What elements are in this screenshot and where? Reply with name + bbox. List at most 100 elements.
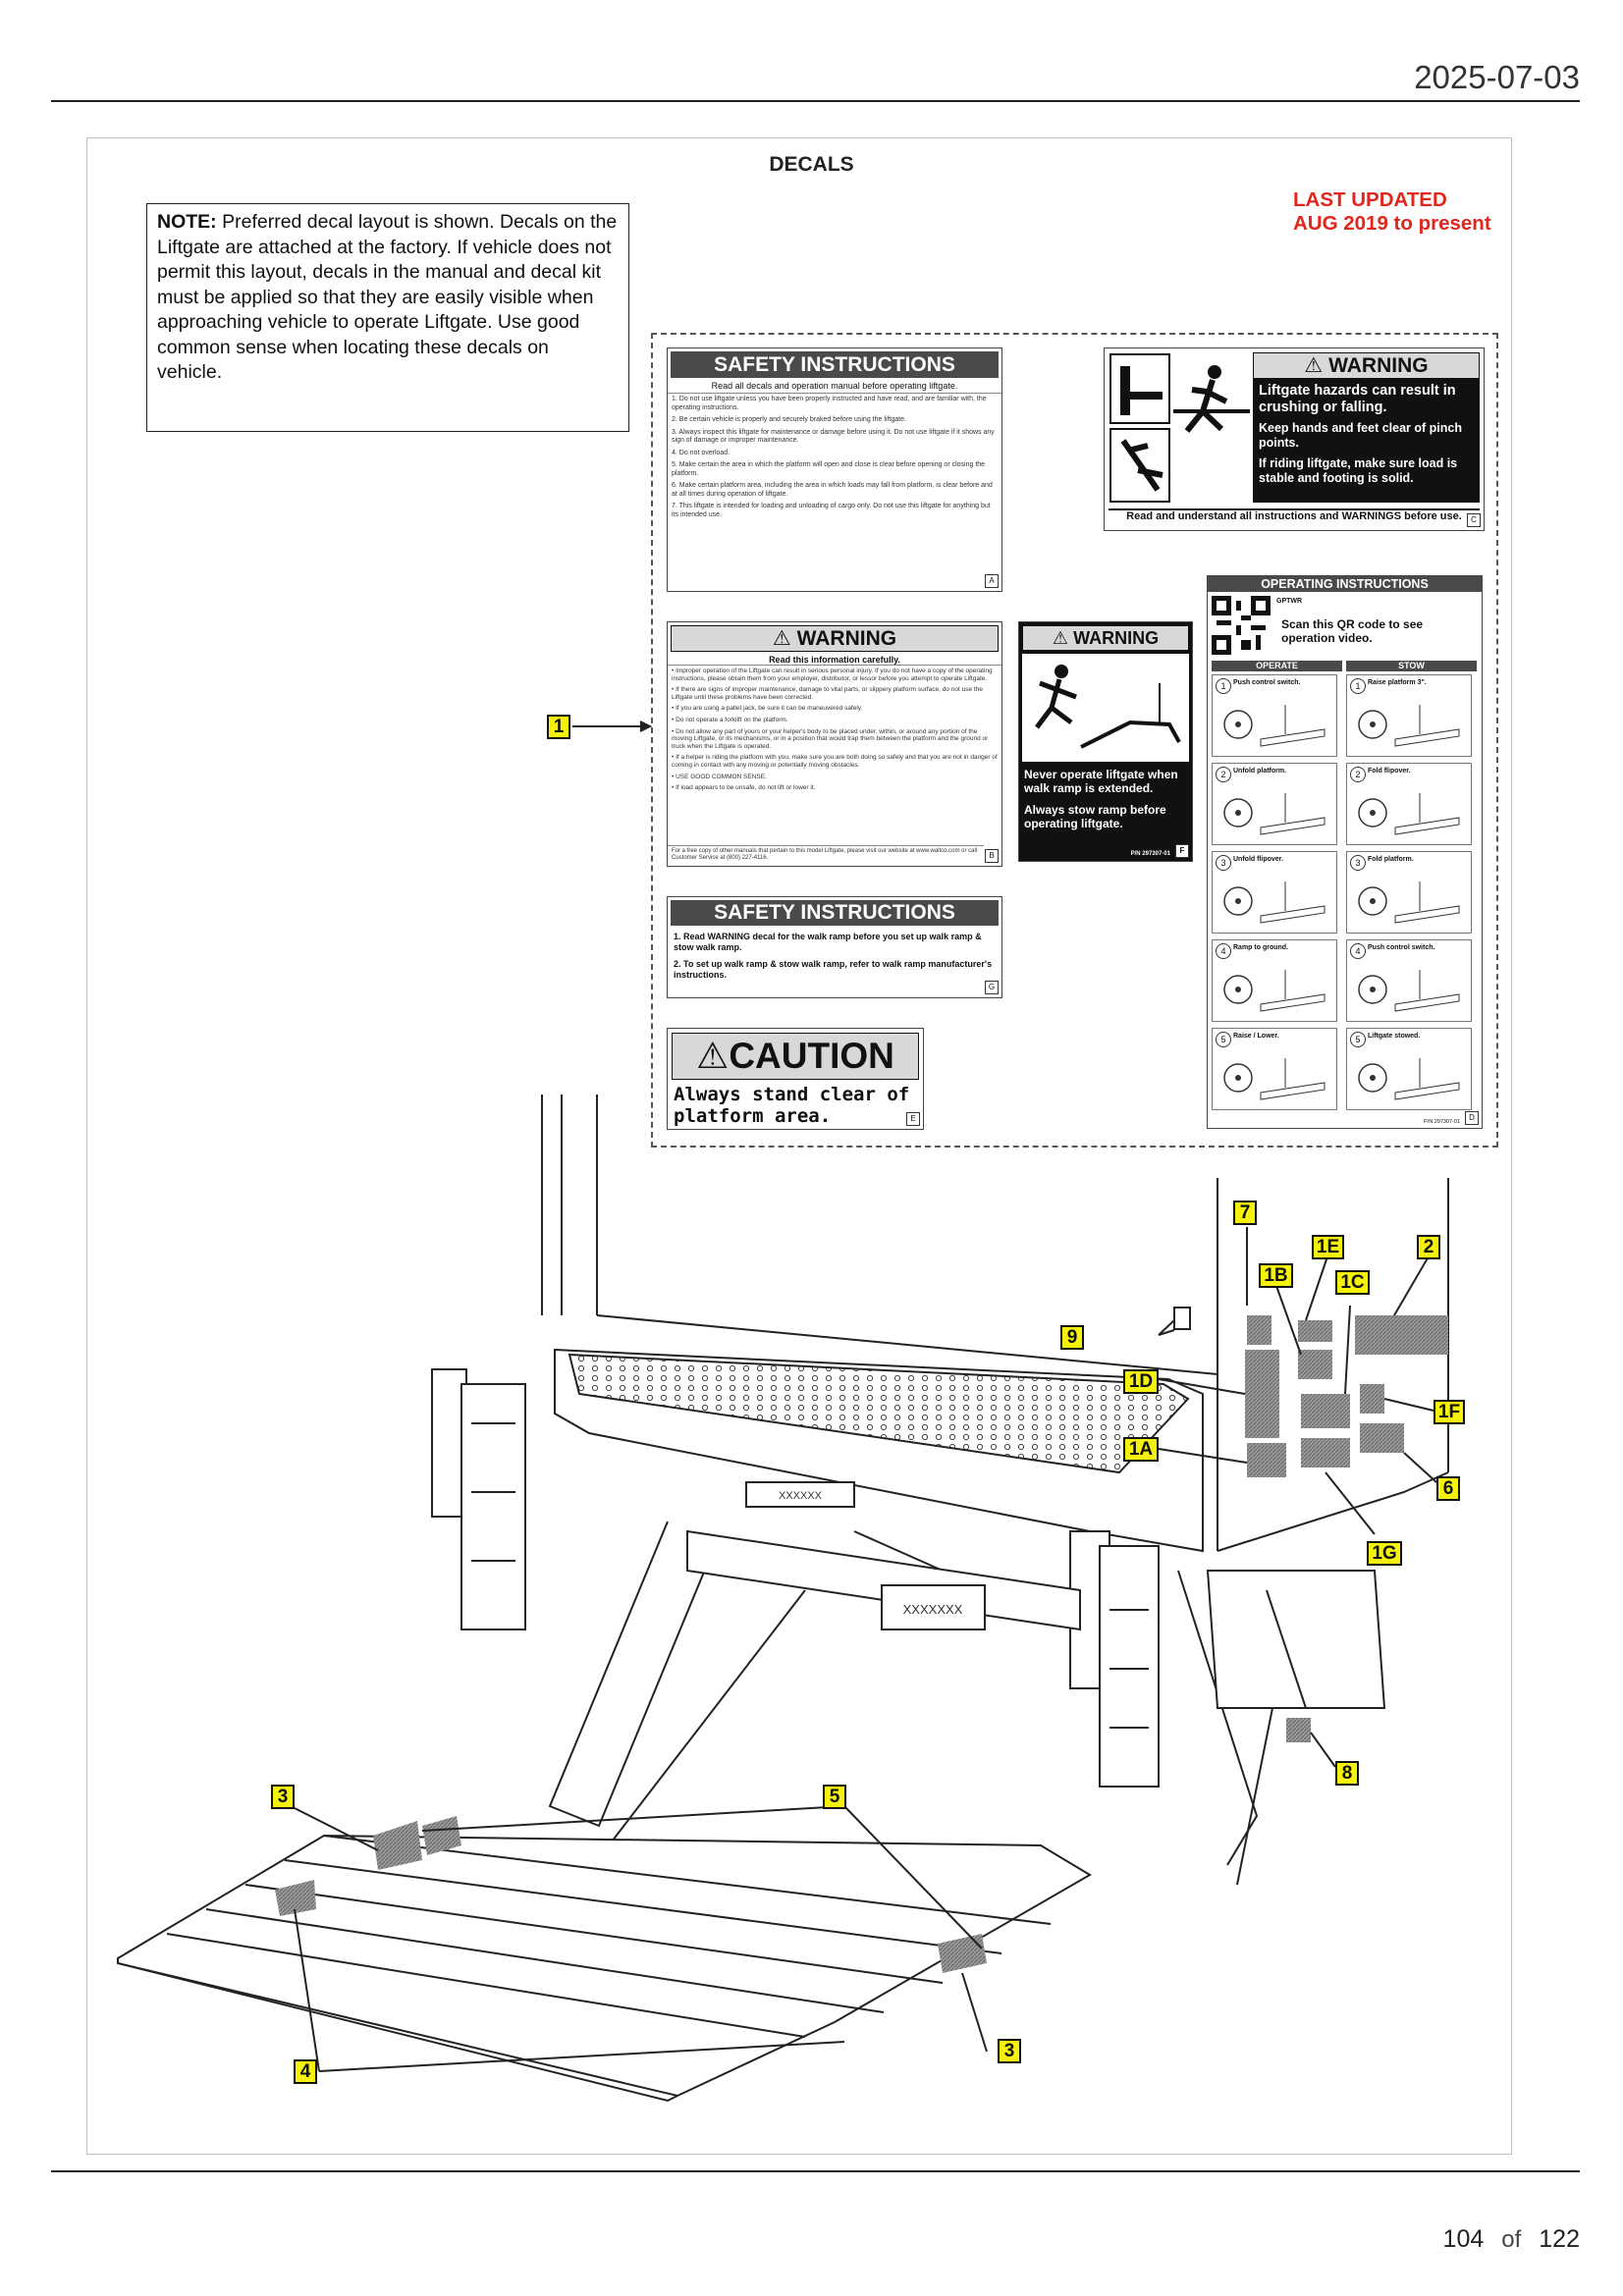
decal-b-list: • Improper operation of the Liftgate can… (668, 666, 1001, 798)
note-label: NOTE: (157, 211, 217, 233)
decal-a-list-item: 2. Be certain vehicle is properly and se… (672, 416, 906, 423)
step-illustration-icon (1358, 705, 1460, 747)
step-illustration-icon (1223, 793, 1325, 835)
decal-b-letter: B (985, 849, 999, 863)
decal-d-code: GPTWR (1276, 598, 1303, 605)
decal-a-letter: A (985, 574, 999, 588)
decal-g-letter: G (985, 981, 999, 994)
step-number: 1 (1216, 678, 1231, 694)
decal-d-col-stow: STOW (1346, 661, 1477, 671)
decal-b-list-item: • If you are using a pallet jack, be sur… (672, 705, 863, 713)
decal-b-list-item: • Do not allow any part of yours or your… (672, 727, 989, 750)
warning-triangle-icon: ⚠ (1304, 354, 1324, 377)
step-label: Liftgate stowed. (1368, 1033, 1421, 1040)
step-illustration-icon (1358, 793, 1460, 835)
decal-a-list-item: 1. Do not use liftgate unless you have b… (672, 396, 987, 411)
step-number: 2 (1216, 767, 1231, 782)
callout-9: 9 (1060, 1325, 1084, 1350)
step-label: Push control switch. (1233, 679, 1301, 686)
page-of: of (1501, 2226, 1522, 2253)
decal-e-letter: E (906, 1112, 920, 1126)
callout-3-right: 3 (998, 2039, 1021, 2063)
control-label-text: XXXXXX (779, 1490, 823, 1502)
decal-f-pn: P/N 297307-01 (1130, 851, 1170, 857)
step-illustration-icon (1223, 970, 1325, 1012)
decal-a-subtitle: Read all decals and operation manual bef… (668, 381, 1001, 394)
note-box: NOTE: Preferred decal layout is shown. D… (146, 203, 629, 432)
decal-g-safety-instructions: SAFETY INSTRUCTIONS 1. Read WARNING deca… (667, 896, 1002, 998)
decal-b-list-item: • USE GOOD COMMON SENSE. (672, 773, 767, 780)
last-updated-line2: AUG 2019 to present (1293, 212, 1491, 235)
step-number: 1 (1350, 678, 1366, 694)
decal-b-list-item: • Do not operate a forklift on the platf… (672, 716, 788, 723)
note-text: Preferred decal layout is shown. Decals … (157, 211, 618, 383)
decal-g-item2: 2. To set up walk ramp & stow walk ramp,… (674, 959, 993, 980)
decal-g-item1: 1. Read WARNING decal for the walk ramp … (674, 932, 982, 952)
callout-1c: 1C (1335, 1270, 1370, 1295)
step-label: Unfold platform. (1233, 768, 1287, 774)
decal-a-list-item: 4. Do not overload. (672, 449, 730, 456)
section-title: DECALS (769, 153, 854, 176)
decal-d-operating-instructions: OPERATING INSTRUCTIONS GPTWR Scan this Q… (1207, 575, 1483, 1129)
crush-pictogram (1109, 352, 1250, 505)
decal-b-title: WARNING (796, 627, 897, 650)
decal-a-list: 1. Do not use liftgate unless you have b… (668, 394, 1001, 525)
step-number: 4 (1216, 943, 1231, 959)
warning-triangle-icon: ⚠ (772, 627, 791, 650)
document-date: 2025-07-03 (1414, 59, 1580, 95)
decal-c-title: WARNING (1328, 354, 1429, 377)
decal-f-title: WARNING (1073, 628, 1160, 648)
decal-b-list-item: • If there are signs of improper mainten… (672, 686, 983, 701)
callout-1f: 1F (1434, 1400, 1465, 1424)
step-label: Raise platform 3". (1368, 679, 1427, 686)
step-illustration-icon (1358, 1058, 1460, 1100)
page-total: 122 (1539, 2225, 1580, 2253)
walk-ramp-pictogram (1022, 654, 1189, 762)
callout-4: 4 (294, 2059, 317, 2084)
step-label: Ramp to ground. (1233, 944, 1288, 951)
decal-b-list-item: • If a helper is riding the platform wit… (672, 754, 998, 769)
decal-f-warning: ⚠ WARNING Never operate liftgate when wa… (1018, 621, 1193, 862)
step-number: 5 (1216, 1032, 1231, 1047)
callout-6: 6 (1436, 1476, 1460, 1501)
decal-c-panel: ⚠ WARNING Liftgate hazards can result in… (1253, 352, 1480, 503)
decal-b-list-item: • Improper operation of the Liftgate can… (672, 667, 993, 682)
decal-d-qr-text: Scan this QR code to see operation video… (1281, 617, 1424, 645)
warning-triangle-icon: ⚠ (1052, 628, 1069, 648)
callout-7: 7 (1233, 1201, 1257, 1225)
decal-f-line2: Always stow ramp before operating liftga… (1024, 803, 1166, 830)
decal-c-letter: C (1467, 513, 1481, 527)
step-number: 2 (1350, 767, 1366, 782)
page-current: 104 (1442, 2225, 1485, 2253)
last-updated-line1: LAST UPDATED (1293, 188, 1447, 211)
decal-c-footer: Read and understand all instructions and… (1109, 508, 1480, 522)
decal-c-warning: ⚠ WARNING Liftgate hazards can result in… (1104, 347, 1485, 531)
callout-1b: 1B (1259, 1263, 1293, 1288)
page-frame (86, 137, 1512, 2155)
last-updated: LAST UPDATED AUG 2019 to present (1293, 188, 1491, 236)
decal-c-header: ⚠ WARNING (1253, 352, 1480, 379)
step-label: Fold platform. (1368, 856, 1414, 863)
decal-a-list-item: 7. This liftgate is intended for loading… (672, 503, 991, 518)
decal-d-col-operate: OPERATE (1212, 661, 1342, 671)
callout-1a: 1A (1123, 1437, 1159, 1462)
footer-rule (51, 2170, 1580, 2172)
decal-f-letter: F (1175, 844, 1189, 858)
step-number: 5 (1350, 1032, 1366, 1047)
decal-d-pn: P/N 297307-01 (1424, 1119, 1460, 1125)
decal-e-text: Always stand clear of platform area. (674, 1084, 910, 1127)
decal-c-line1: Liftgate hazards can result in crushing … (1259, 383, 1456, 415)
warning-triangle-icon: ⚠ (696, 1036, 730, 1076)
decal-a-safety-instructions: SAFETY INSTRUCTIONS Read all decals and … (667, 347, 1002, 592)
step-label: Unfold flipover. (1233, 856, 1283, 863)
decal-b-subtitle: Read this information carefully. (668, 655, 1001, 666)
step-number: 3 (1350, 855, 1366, 871)
